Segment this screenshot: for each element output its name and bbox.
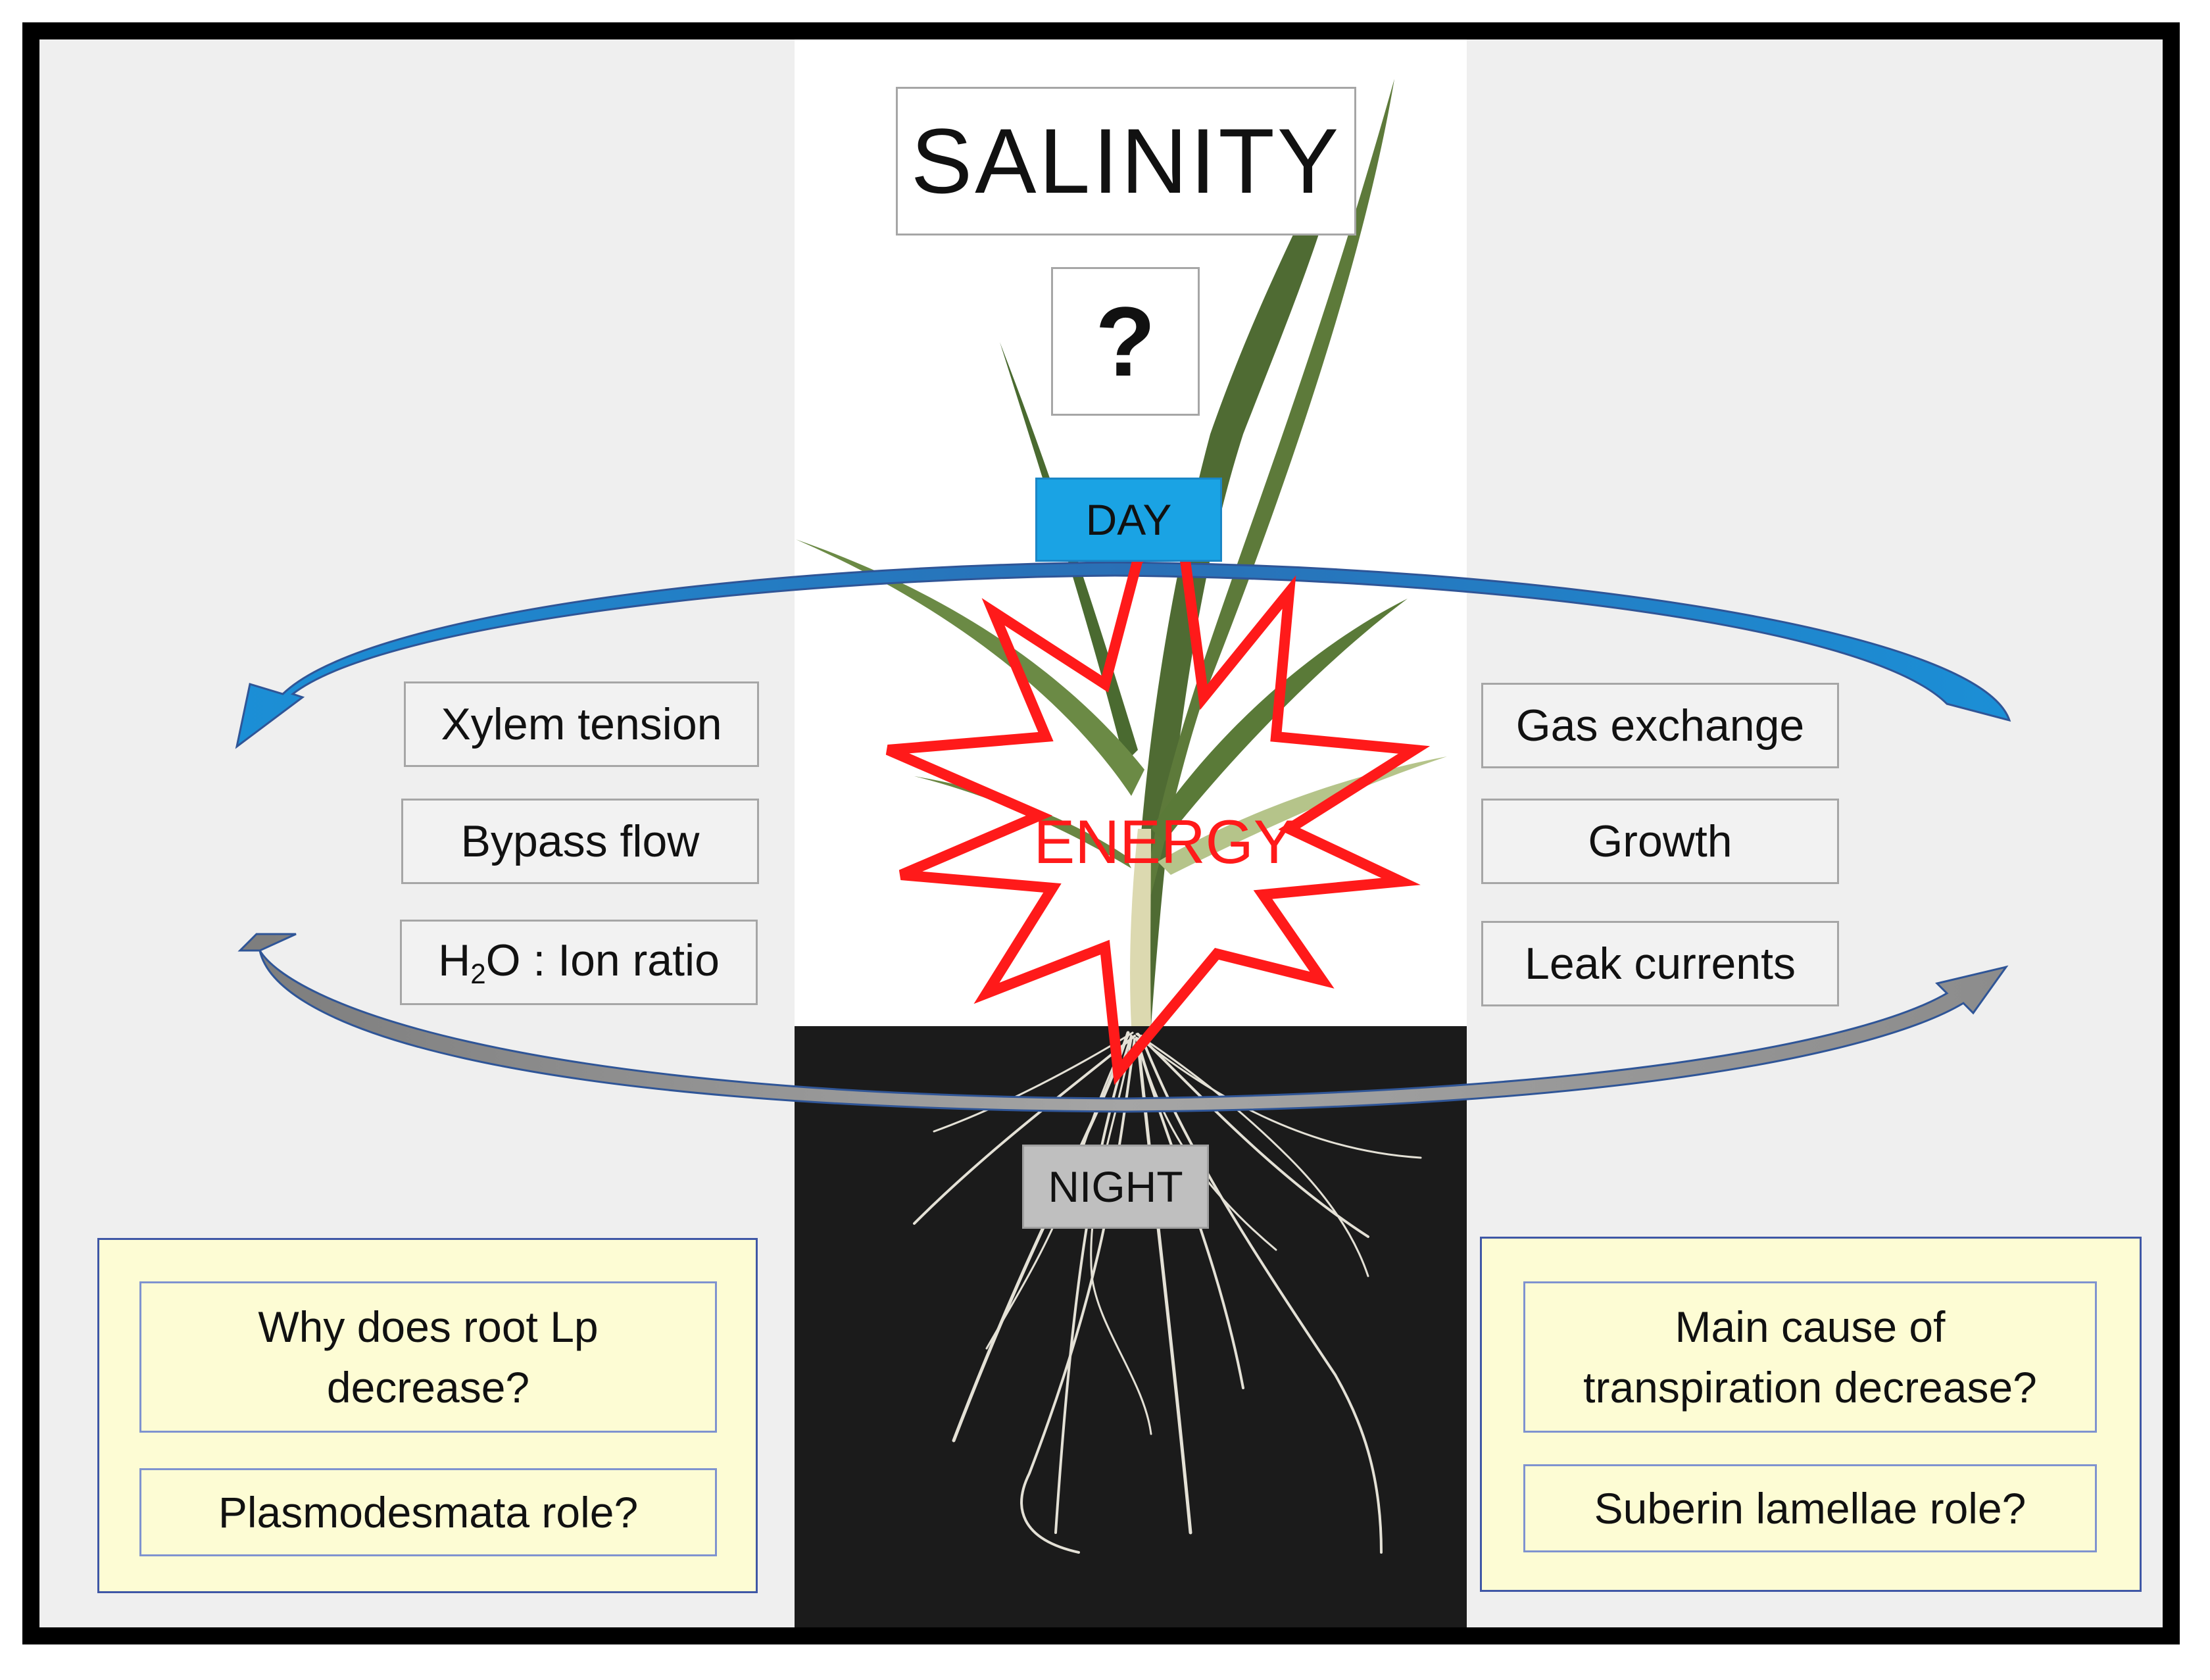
- factor-gas-exchange: Gas exchange: [1481, 683, 1839, 768]
- factor-growth: Growth: [1481, 799, 1839, 884]
- night-label: NIGHT: [1022, 1145, 1209, 1229]
- salinity-title: SALINITY: [896, 87, 1356, 235]
- factor-water-ion-ratio: H2O : Ion ratio: [400, 920, 758, 1005]
- energy-label: ENERGY: [1033, 807, 1295, 876]
- question-plasmodesmata: Plasmodesmata role?: [139, 1468, 717, 1556]
- energy-starburst-icon: [885, 528, 1431, 1085]
- soil-background: [795, 1026, 1467, 1627]
- question-root-lp: Why does root Lp decrease?: [139, 1281, 717, 1433]
- factor-leak-currents: Leak currents: [1481, 921, 1839, 1006]
- day-label: DAY: [1035, 478, 1222, 562]
- factor-xylem-tension: Xylem tension: [404, 681, 759, 767]
- factor-bypass-flow: Bypass flow: [401, 799, 759, 884]
- day-night-cycle-arrow-icon: [235, 561, 2011, 1113]
- question-box: ?: [1051, 267, 1200, 416]
- figure-frame: SALINITY ? DAY NIGHT ENERGY Xylem tensio…: [22, 22, 2180, 1644]
- question-transpiration: Main cause of transpiration decrease?: [1523, 1281, 2097, 1433]
- question-suberin: Suberin lamellae role?: [1523, 1464, 2097, 1552]
